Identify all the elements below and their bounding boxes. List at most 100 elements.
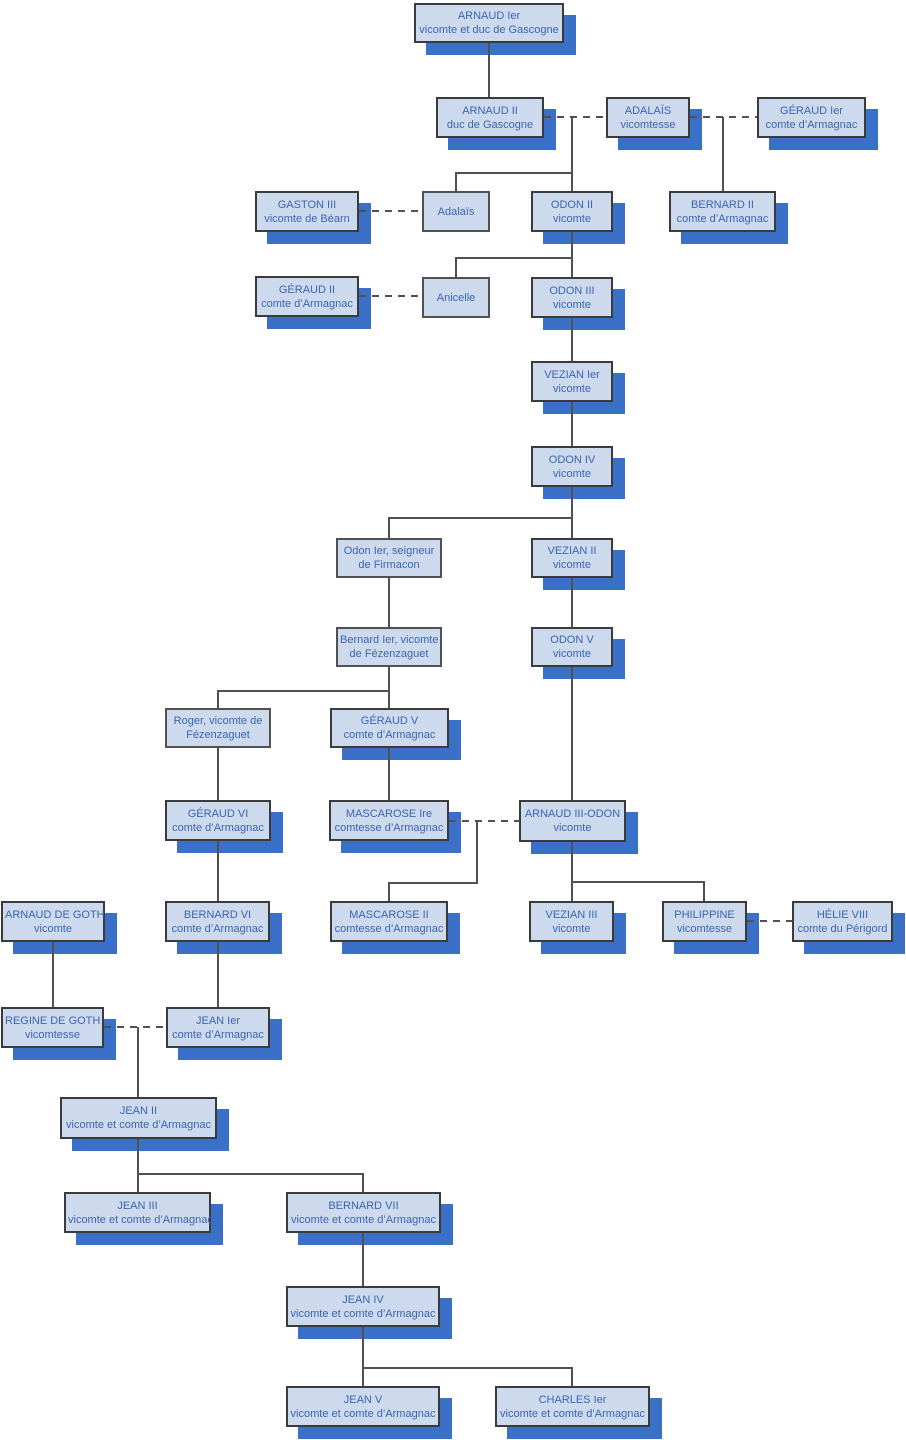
person-name: ODON V: [550, 634, 594, 646]
person-title: vicomte et comte d’Armagnac: [68, 1213, 213, 1226]
person-title: vicomte et duc de Gascogne: [419, 24, 559, 36]
person-title: comtesse d’Armagnac: [334, 821, 444, 834]
person-title: de Fézenzaguet: [349, 648, 429, 660]
person-title: vicomte et comte d’Armagnac: [500, 1407, 645, 1420]
person-name: BERNARD II: [691, 198, 754, 211]
person-title: vicomte: [553, 559, 591, 571]
person-title: vicomte: [553, 822, 592, 834]
person-title: vicomtesse: [676, 922, 733, 935]
descent-line: [217, 690, 389, 708]
descent-line: [455, 172, 572, 191]
person-title: vicomte et comte d’Armagnac: [66, 1119, 211, 1131]
person-title: vicomtesse: [620, 118, 676, 131]
person-title: vicomte: [553, 212, 591, 225]
person-title: vicomte: [553, 382, 591, 395]
descent-line: [388, 821, 478, 901]
person-box-bernard-1-fezenzaguet: Bernard Ier, vicomte de Fézenzaguet: [336, 627, 442, 667]
person-name: GASTON III: [277, 198, 337, 211]
person-title: comte d’Armagnac: [172, 821, 264, 834]
person-name: BERNARD VII: [328, 1199, 399, 1212]
person-name: ARNAUD II: [462, 104, 518, 117]
person-title: duc de Gascogne: [446, 118, 534, 131]
person-title: comte d’Armagnac: [676, 212, 769, 225]
person-name: JEAN Ier: [195, 1014, 240, 1027]
person-name: VEZIAN Ier: [544, 368, 600, 381]
descent-line: [572, 881, 705, 901]
person-name: Adalaïs: [437, 205, 475, 218]
descent-line: [455, 257, 572, 277]
person-title: Fézenzaguet: [186, 729, 250, 741]
person-box-adalais: Adalaïs: [422, 191, 490, 232]
person-title: comtesse d’Armagnac: [334, 922, 444, 935]
person-name: Anicelle: [436, 291, 476, 304]
person-name: GÉRAUD V: [360, 715, 419, 727]
person-name: JEAN III: [117, 1199, 158, 1212]
person-box-jean-2: JEAN II vicomte et comte d’Armagnac: [60, 1097, 217, 1139]
person-name: GÉRAUD II: [278, 283, 336, 296]
person-name: CHARLES Ier: [538, 1393, 607, 1406]
person-title: vicomte et comte d’Armagnac: [291, 1213, 436, 1226]
person-name: ARNAUD Ier: [457, 10, 521, 22]
person-name: MASCAROSE II: [349, 908, 429, 921]
person-name: ODON II: [550, 198, 594, 211]
person-name: GÉRAUD Ier: [780, 104, 843, 117]
person-title: de Firmacon: [358, 559, 420, 571]
person-name: JEAN IV: [342, 1293, 384, 1306]
person-name: REGINE DE GOTH: [5, 1014, 101, 1027]
person-name: ARNAUD III-ODON: [524, 808, 621, 820]
person-name: ODON IV: [548, 453, 596, 466]
person-name: JEAN V: [343, 1393, 383, 1406]
person-name: BERNARD VI: [183, 908, 252, 921]
person-title: comte du Périgord: [797, 922, 888, 935]
descent-line: [138, 1173, 364, 1192]
person-name: Bernard Ier, vicomte: [340, 634, 439, 646]
person-name: Roger, vicomte de: [173, 715, 263, 727]
person-box-arnaud-1: ARNAUD Ier vicomte et duc de Gascogne: [414, 3, 564, 43]
person-name: ARNAUD DE GOTH: [5, 908, 105, 921]
person-name: VEZIAN III: [545, 908, 598, 921]
person-title: vicomte: [553, 467, 591, 480]
person-title: comte d’Armagnac: [171, 922, 264, 935]
person-title: vicomte: [34, 922, 72, 935]
person-box-odon-1-firmacon: Odon Ier, seigneur de Firmacon: [336, 538, 442, 578]
person-name: GÉRAUD VI: [187, 807, 249, 820]
descent-line: [363, 1367, 573, 1386]
person-name: JEAN II: [119, 1105, 158, 1117]
person-name: Odon Ier, seigneur: [343, 545, 435, 557]
person-title: vicomte: [553, 648, 591, 660]
person-name: VEZIAN II: [547, 545, 597, 557]
person-name: HÉLIE VIII: [816, 908, 869, 921]
person-box-anicelle: Anicelle: [422, 277, 490, 318]
person-name: MASCAROSE Ire: [345, 807, 433, 820]
person-title: comte d’Armagnac: [765, 118, 858, 131]
person-title: comte d’Armagnac: [172, 1028, 264, 1041]
person-name: PHILIPPINE: [674, 908, 735, 921]
